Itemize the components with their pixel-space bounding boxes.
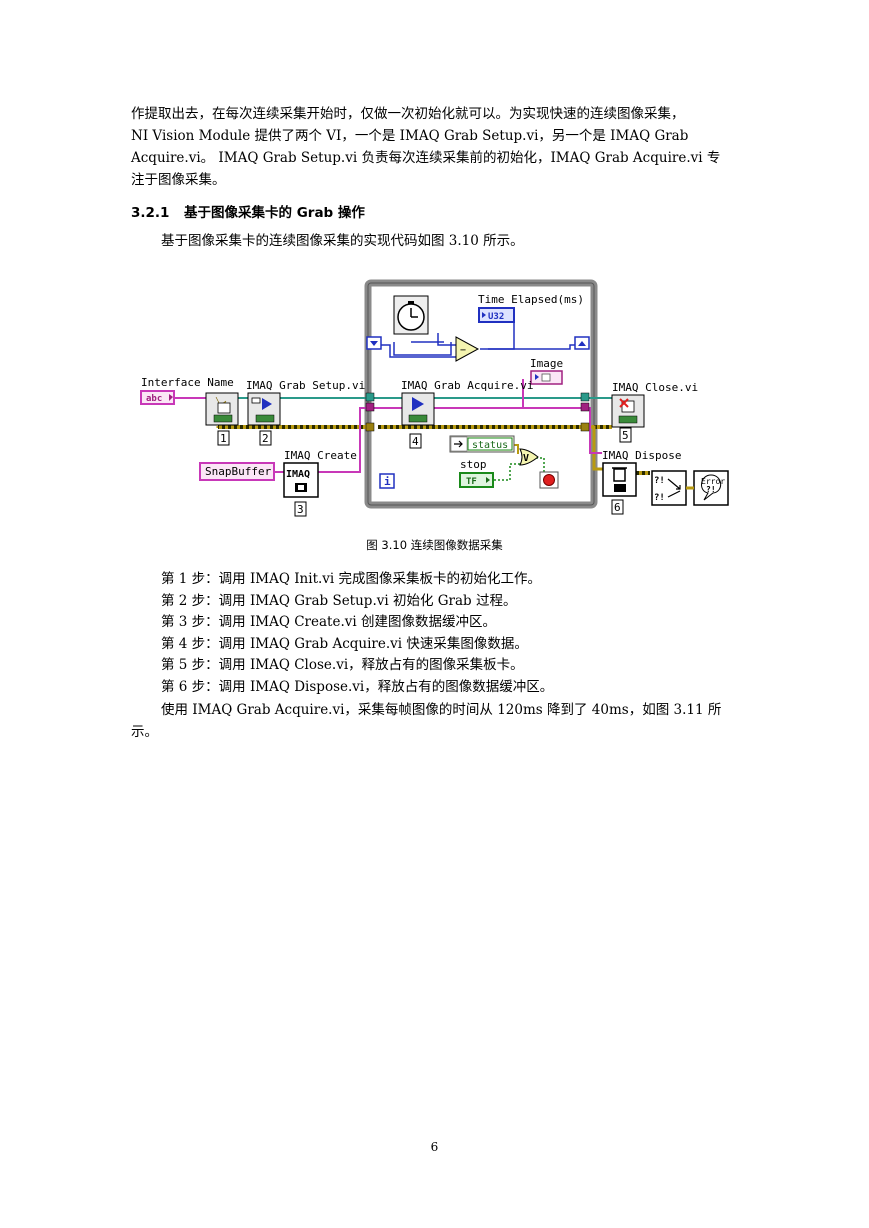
labview-block-diagram: Time Elapsed(ms) U32 − Image Interface N…: [140, 279, 729, 517]
iteration-terminal: i: [379, 473, 395, 489]
u32-label: U32: [488, 312, 504, 322]
snapbuffer-constant: SnapBuffer: [199, 462, 275, 481]
grab-setup-icon: [247, 392, 281, 426]
figure-caption: 图 3.10 连续图像数据采集: [366, 538, 503, 552]
clock-icon: [393, 295, 429, 335]
imaq-create-text: IMAQ: [286, 469, 310, 480]
step-label-2: 2: [259, 430, 272, 446]
stop-control: TF: [459, 472, 494, 488]
error-handler-title: Error: [701, 477, 725, 486]
intro-line-1: 作提取出去，在每次连续采集开始时，仅做一次初始化就可以。为实现快速的连续图像采集…: [131, 106, 685, 122]
wires: [174, 314, 650, 481]
intro-line-4: 注于图像采集。: [131, 172, 226, 188]
grab-acquire-icon: [401, 392, 435, 426]
imaq-close-icon: [611, 394, 645, 428]
intro-line-3: Acquire.vi。 IMAQ Grab Setup.vi 负责每次连续采集前…: [131, 150, 721, 166]
minus-glyph: −: [460, 345, 466, 356]
shift-register-left: [366, 336, 382, 350]
image-label: Image: [530, 357, 563, 370]
merge-errors-glyph-top: ?!: [654, 476, 665, 486]
section-title: 基于图像采集卡的 Grab 操作: [184, 205, 365, 221]
section-number: 3.2.1: [131, 205, 170, 221]
imaq-dispose-label: IMAQ Dispose: [602, 449, 681, 462]
merge-errors-glyph-bottom: ?!: [654, 493, 665, 503]
imaq-create-label: IMAQ Create: [284, 449, 357, 462]
page-number: 6: [430, 1140, 439, 1154]
status-unbundle: status: [449, 435, 515, 453]
step-item: 第 1 步：调用 IMAQ Init.vi 完成图像采集板卡的初始化工作。: [161, 571, 542, 587]
intro-paragraph: 作提取出去，在每次连续采集开始时，仅做一次初始化就可以。为实现快速的连续图像采集…: [131, 103, 743, 191]
closing-line-1: 使用 IMAQ Grab Acquire.vi，采集每帧图像的时间从 120ms…: [161, 702, 722, 718]
step-label-4: 4: [409, 433, 422, 449]
imaq-create-icon: IMAQ: [283, 462, 319, 498]
time-elapsed-indicator: U32: [478, 307, 515, 323]
closing-paragraph: 使用 IMAQ Grab Acquire.vi，采集每帧图像的时间从 120ms…: [131, 699, 743, 743]
step-item: 第 4 步：调用 IMAQ Grab Acquire.vi 快速采集图像数据。: [161, 635, 528, 652]
section-heading: 3.2.1 基于图像采集卡的 Grab 操作: [131, 201, 365, 221]
svg-text:6: 6: [614, 501, 621, 514]
error-handler-icon: Error ?!: [693, 470, 729, 506]
step-label-3: 3: [294, 501, 307, 517]
step-label-6: 6: [611, 499, 624, 515]
or-gate: V: [519, 448, 539, 466]
svg-text:SnapBuffer: SnapBuffer: [205, 465, 272, 478]
steps-list: 第 1 步：调用 IMAQ Init.vi 完成图像采集板卡的初始化工作。 第 …: [161, 569, 553, 698]
stop-condition-icon: [539, 471, 559, 489]
interface-name-control: abc: [140, 390, 175, 405]
svg-text:3: 3: [297, 503, 304, 516]
step-item: 第 2 步：调用 IMAQ Grab Setup.vi 初始化 Grab 过程。: [161, 592, 517, 609]
step-label-5: 5: [619, 427, 632, 443]
imaq-init-icon: [205, 392, 239, 426]
imaq-close-label: IMAQ Close.vi: [612, 381, 698, 394]
grab-acquire-label: IMAQ Grab Acquire.vi: [401, 379, 533, 392]
closing-line-2: 示。: [131, 724, 158, 740]
svg-text:5: 5: [622, 429, 629, 442]
svg-text:TF: TF: [466, 477, 477, 487]
grab-setup-label: IMAQ Grab Setup.vi: [246, 379, 365, 392]
step-item: 第 5 步：调用 IMAQ Close.vi，释放占有的图像采集板卡。: [161, 657, 524, 673]
svg-text:i: i: [384, 475, 391, 488]
stop-label: stop: [460, 458, 487, 471]
intro-line-2: NI Vision Module 提供了两个 VI，一个是 IMAQ Grab …: [131, 128, 689, 144]
svg-text:2: 2: [262, 432, 269, 445]
step-item: 第 6 步：调用 IMAQ Dispose.vi，释放占有的图像数据缓冲区。: [161, 678, 554, 695]
step-label-1: 1: [217, 430, 230, 446]
merge-errors-icon: ?! ?!: [651, 470, 687, 506]
section-intro: 基于图像采集卡的连续图像采集的实现代码如图 3.10 所示。: [161, 233, 524, 249]
image-indicator: [530, 370, 563, 385]
step-item: 第 3 步：调用 IMAQ Create.vi 创建图像数据缓冲区。: [161, 614, 496, 630]
subtract-node: −: [455, 336, 480, 362]
time-elapsed-label: Time Elapsed(ms): [478, 293, 584, 306]
error-handler-glyph: ?!: [706, 485, 716, 494]
imaq-dispose-icon: [602, 462, 637, 497]
or-gate-glyph: V: [523, 453, 529, 464]
abc-label: abc: [146, 394, 162, 404]
shift-register-right: [574, 336, 590, 350]
svg-text:4: 4: [412, 435, 419, 448]
status-label: status: [472, 440, 508, 451]
svg-text:1: 1: [220, 432, 227, 445]
loop-tunnels: [365, 392, 590, 432]
interface-name-label: Interface Name: [141, 376, 234, 389]
